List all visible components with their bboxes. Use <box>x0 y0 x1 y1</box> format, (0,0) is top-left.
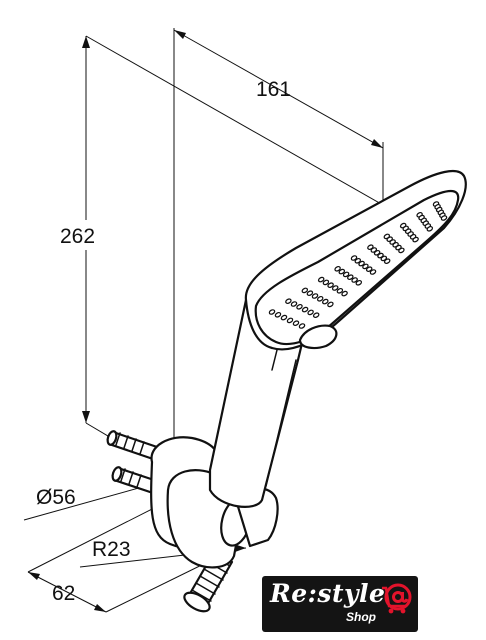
nozzle <box>311 293 319 299</box>
nozzle <box>369 269 377 275</box>
shower-head <box>244 169 467 351</box>
nozzle <box>362 263 369 270</box>
nozzle <box>342 271 350 278</box>
dimension-label-height: 262 <box>60 225 95 248</box>
dimension-height: 262 <box>56 35 384 456</box>
nozzle <box>336 287 344 294</box>
arrowhead <box>82 36 90 48</box>
nozzle <box>306 290 314 297</box>
nozzle <box>292 320 300 327</box>
nozzle <box>290 301 298 307</box>
nozzle <box>280 314 288 321</box>
nozzle <box>355 279 363 286</box>
nozzle <box>268 309 276 315</box>
nozzle <box>440 215 448 221</box>
nozzle <box>398 247 405 254</box>
dimension-label-depth: 62 <box>52 582 75 605</box>
dimension-label-width: 161 <box>256 78 291 101</box>
nozzle <box>365 266 373 273</box>
nozzle <box>351 277 358 283</box>
arrowhead <box>94 604 106 612</box>
nozzle <box>327 301 334 308</box>
nozzle <box>383 258 391 265</box>
nozzle <box>347 274 354 281</box>
nozzle <box>412 236 419 243</box>
nozzle <box>322 279 330 286</box>
dimension-line-depth <box>27 571 107 613</box>
arrowhead <box>82 411 90 423</box>
arrowhead <box>371 139 383 148</box>
arrowhead <box>174 30 186 39</box>
spray-mode-button <box>298 324 338 350</box>
nozzle <box>296 303 303 310</box>
dimension-label-radius: R23 <box>92 538 131 561</box>
nozzle <box>338 268 346 275</box>
nozzle <box>327 282 334 289</box>
extension-line-top <box>85 35 384 206</box>
nozzle <box>322 298 329 305</box>
nozzle <box>331 285 339 291</box>
nozzle <box>341 290 348 297</box>
nozzle <box>350 255 358 261</box>
dimension-line-width <box>173 29 384 149</box>
logo-shop-text: Shop <box>346 610 376 624</box>
nozzle <box>274 311 282 318</box>
logo-brand-text: Re:style <box>270 579 386 608</box>
nozzle <box>317 276 325 283</box>
nozzle <box>426 225 434 232</box>
nozzle <box>312 312 320 319</box>
arrowhead <box>28 572 40 580</box>
arrowhead <box>234 544 246 552</box>
spray-nozzles <box>268 201 448 329</box>
nozzle <box>286 317 294 324</box>
nozzle <box>301 287 309 294</box>
nozzle <box>298 323 306 329</box>
nozzle <box>358 260 365 267</box>
dimension-width: 161 <box>173 28 384 438</box>
nozzle <box>316 295 324 302</box>
nozzle <box>301 306 309 313</box>
dimension-label-diameter: Ø56 <box>36 486 76 509</box>
nozzle <box>334 265 341 272</box>
shopping-cart-icon <box>382 583 412 614</box>
nozzle <box>354 257 362 264</box>
restyle-shop-logo: Re:style Shop <box>262 576 418 632</box>
nozzle <box>285 298 292 305</box>
extension-line-depth-a <box>27 504 161 573</box>
nozzle <box>307 309 314 316</box>
